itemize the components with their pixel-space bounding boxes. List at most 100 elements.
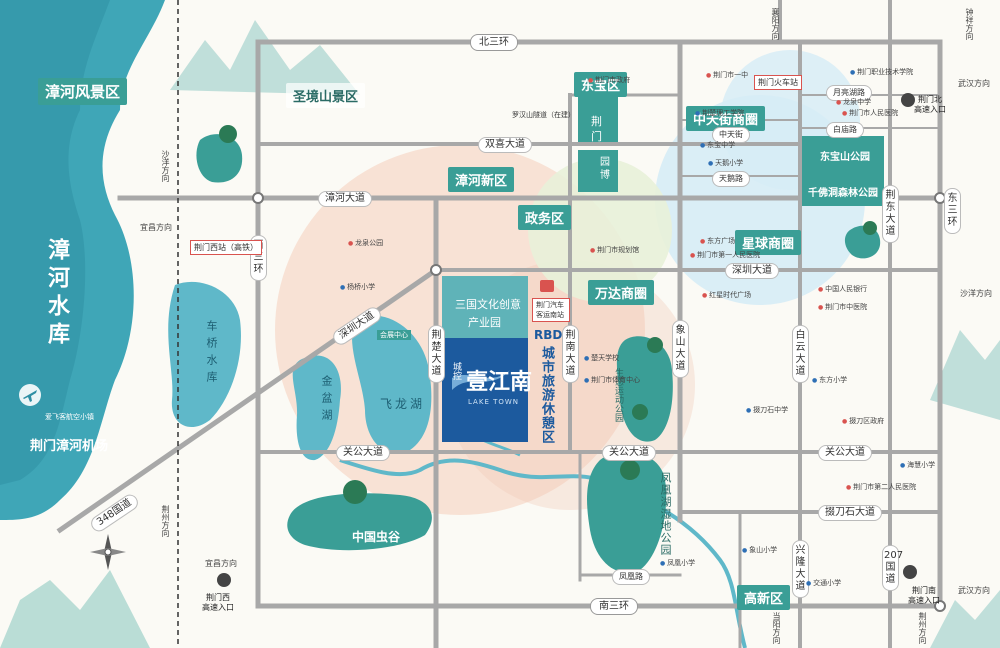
poi-xiangshan-primary[interactable]: 象山小学 bbox=[742, 545, 777, 555]
guangong-road-label-center: 关公大道 bbox=[602, 445, 656, 461]
road-network bbox=[56, 0, 943, 648]
xinglong-road-label: 兴隆大道 bbox=[792, 540, 809, 598]
direction-yicheng-south: 宜昌方向 bbox=[205, 559, 237, 568]
jingmen-north-exit-label-2: 高速入口 bbox=[914, 105, 946, 114]
poi-duodao-government[interactable]: 掇刀区政府 bbox=[842, 416, 884, 426]
zhanghe-road-label: 漳河大道 bbox=[318, 191, 372, 207]
poi-people-hospital[interactable]: 荆门市人民医院 bbox=[842, 108, 898, 118]
baimiao-road-label: 白庙路 bbox=[826, 122, 864, 138]
poi-yangqiao-primary[interactable]: 杨桥小学 bbox=[340, 282, 375, 292]
sanguo-park-label-line2: 产业园 bbox=[468, 316, 501, 329]
guangong-road-label-east: 关公大道 bbox=[818, 445, 872, 461]
chonggu-island bbox=[287, 493, 432, 551]
poi-longquan-middle[interactable]: 龙泉中学 bbox=[836, 97, 871, 107]
yuanbo-garden-label-2: 博 bbox=[600, 170, 610, 181]
poi-duodaoshi-middle[interactable]: 掇刀石中学 bbox=[746, 405, 788, 415]
jingmen-garden-block bbox=[578, 92, 618, 142]
jingmen-west-exit-label-1: 荆门西 bbox=[206, 593, 230, 602]
paodaoshi-road-label: 掇刀石大道 bbox=[818, 505, 882, 521]
jingchu-road-label: 荆楚大道 bbox=[428, 325, 445, 383]
reservoir-deep-water bbox=[0, 0, 110, 485]
jingnan-road-label: 荆南大道 bbox=[562, 325, 579, 383]
project-name[interactable]: 壹江南 bbox=[466, 369, 533, 395]
direction-shayang-east: 沙洋方向 bbox=[960, 289, 992, 298]
xiangshan-road-label: 象山大道 bbox=[672, 320, 689, 378]
poi-haihui-primary[interactable]: 海慧小学 bbox=[900, 460, 935, 470]
zhanghe-scenic-label: 漳河风景区 bbox=[38, 78, 128, 105]
poi-fenghuang-primary[interactable]: 凤凰小学 bbox=[660, 558, 695, 568]
qianfo-park-label: 千佛洞森林公园 bbox=[808, 188, 878, 199]
poi-tcm-hospital[interactable]: 荆门市中医院 bbox=[818, 302, 867, 312]
jingmen-train-station-label[interactable]: 荆门火车站 bbox=[754, 75, 802, 90]
tianewu-road-label: 天鹅路 bbox=[712, 171, 750, 187]
road-207-label: 207国道 bbox=[882, 545, 903, 591]
feilong-lake-label: 飞龙湖 bbox=[380, 397, 426, 411]
radius-zone-zhengwu bbox=[528, 158, 672, 302]
poi-first-hospital[interactable]: 荆门市第一人民医院 bbox=[690, 250, 760, 260]
airplane-icon bbox=[23, 390, 37, 402]
jinpen-lake-label: 金盆湖 bbox=[320, 375, 333, 426]
fenghuang-wetland-label: 凤凰湖湿地公园 bbox=[659, 472, 672, 556]
shuangxi-road-label: 双喜大道 bbox=[478, 137, 532, 153]
poi-jingmen-yizhong[interactable]: 荆门市一中 bbox=[706, 70, 748, 80]
sanguo-park-block bbox=[442, 276, 528, 338]
shengjingshan-label: 圣境山景区 bbox=[286, 83, 366, 108]
jingmen-west-station-label[interactable]: 荆门西站（高铁） bbox=[190, 240, 262, 255]
poi-second-hospital[interactable]: 荆门市第二人民医院 bbox=[846, 482, 916, 492]
fengma-road-label: 凤凰路 bbox=[612, 569, 650, 585]
yuanbo-garden-block bbox=[578, 150, 618, 192]
jingmen-bus-station-label[interactable]: 荆门汽车客运南站 bbox=[532, 298, 570, 322]
direction-wuhan-south: 武汉方向 bbox=[958, 586, 990, 595]
jingmen-south-exit-label-1: 荆门南 bbox=[912, 586, 936, 595]
dongbaoshan-park-label: 东宝山公园 bbox=[820, 152, 870, 163]
poi-chutian-school[interactable]: 楚天学校 bbox=[584, 353, 619, 363]
tree-icons bbox=[219, 125, 877, 504]
jingmen-west-exit-label-2: 高速入口 bbox=[202, 603, 234, 612]
direction-yicheng: 宜昌方向 bbox=[140, 223, 172, 232]
zhanghe-reservoir-label: 漳河水库 bbox=[44, 238, 69, 350]
junction-dot bbox=[934, 600, 946, 612]
dongbaoshan-park-block bbox=[802, 136, 884, 206]
direction-shayang: 沙洋方向 bbox=[161, 150, 170, 182]
poi-vocational-college[interactable]: 荆门职业技术学院 bbox=[850, 67, 913, 77]
bus-station-icon bbox=[540, 280, 554, 292]
cheqiao-reservoir-label: 车桥水库 bbox=[205, 320, 218, 388]
exhibition-center-label: 会展中心 bbox=[377, 330, 411, 340]
feilong-lake-water bbox=[351, 315, 432, 454]
zhengwu-label: 政务区 bbox=[518, 205, 572, 230]
shengtai-park-label: 生态运动公园 bbox=[613, 368, 623, 422]
poi-peoples-bank[interactable]: 中国人民银行 bbox=[818, 284, 867, 294]
mountain-decoration-southwest bbox=[0, 570, 150, 648]
direction-wuhan-north: 武汉方向 bbox=[958, 79, 990, 88]
poi-longquan-park[interactable]: 龙泉公园 bbox=[348, 238, 383, 248]
direction-dangyang: 当阳方向 bbox=[772, 612, 781, 644]
wanda-label: 万达商圈 bbox=[588, 280, 655, 305]
poi-jiaotong-primary[interactable]: 交通小学 bbox=[806, 578, 841, 588]
jingmen-garden-label-2: 门 bbox=[591, 130, 602, 143]
shenzhen-road-label: 深圳大道 bbox=[725, 263, 779, 279]
jinpen-lake-water bbox=[292, 355, 341, 461]
direction-jingzhou-south: 荆州方向 bbox=[918, 612, 927, 644]
fenghuang-lake-island bbox=[587, 451, 667, 573]
poi-sports-center[interactable]: 荆门市体育中心 bbox=[584, 375, 640, 385]
junction-dot bbox=[430, 264, 442, 276]
direction-xiangyang: 襄阳方向 bbox=[771, 8, 780, 40]
rbd-label: RBD bbox=[534, 328, 563, 342]
project-site-block bbox=[442, 338, 528, 442]
north-ring-road-label: 北三环 bbox=[470, 34, 518, 51]
poi-dongbao-middle[interactable]: 东宝中学 bbox=[700, 140, 735, 150]
poi-city-government[interactable]: 荆门市政府 bbox=[588, 75, 630, 85]
poi-tiane-primary[interactable]: 天鹅小学 bbox=[708, 158, 743, 168]
poi-hongxing-plaza[interactable]: 红星时代广场 bbox=[702, 290, 751, 300]
airport-label: 荆门漳河机场 bbox=[30, 439, 109, 454]
project-wave-logo bbox=[452, 370, 510, 390]
sanguo-park-label-line1: 三国文化创意 bbox=[455, 298, 521, 311]
poi-planning-museum[interactable]: 荆门市规划馆 bbox=[590, 245, 639, 255]
zhanghe-new-label: 漳河新区 bbox=[448, 167, 515, 192]
compass-rose-icon bbox=[90, 534, 126, 570]
poi-jingchu-university[interactable]: 荆楚理工学院 bbox=[695, 108, 744, 118]
poi-dongfang-plaza[interactable]: 东方广场 bbox=[700, 236, 735, 246]
poi-dongfang-primary[interactable]: 东方小学 bbox=[812, 375, 847, 385]
south-ring-road-label: 南三环 bbox=[590, 598, 638, 615]
